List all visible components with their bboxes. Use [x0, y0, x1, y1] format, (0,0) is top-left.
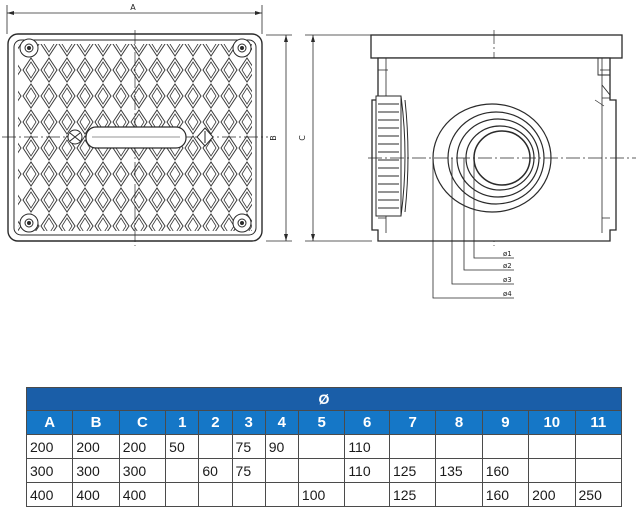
diameter-title: Ø: [26, 387, 622, 411]
table-cell: [264, 482, 299, 507]
table-header-row: A B C 1 2 3 4 5 6 7 8 9 10 11: [25, 410, 623, 435]
corner-bolt: [19, 213, 39, 233]
corner-bolt: [232, 38, 252, 58]
column-header: 1: [165, 410, 200, 435]
table-cell: [198, 434, 233, 459]
table-cell: 250: [574, 482, 623, 507]
table-cell: [297, 458, 346, 483]
table-cell: 400: [118, 482, 167, 507]
diameter-label-2: ø2: [503, 262, 512, 270]
table-cell: [344, 482, 390, 507]
table-row: 200 200 200 50 75 90 110: [25, 434, 623, 459]
table-cell: 100: [297, 482, 346, 507]
table-cell: [574, 434, 623, 459]
table-cell: [481, 434, 530, 459]
table-cell: 75: [231, 458, 266, 483]
table-cell: 110: [344, 434, 390, 459]
dim-b-label: B: [269, 135, 278, 141]
column-header: 9: [481, 410, 530, 435]
table-cell: 90: [264, 434, 299, 459]
table-cell: [165, 458, 200, 483]
table-cell: 110: [344, 458, 390, 483]
lid: [370, 34, 623, 59]
table-cell: [528, 434, 576, 459]
dim-a-label: A: [130, 3, 136, 12]
column-header: 5: [297, 410, 346, 435]
table-cell: 75: [231, 434, 266, 459]
table-cell: 300: [25, 458, 74, 483]
table-cell: 300: [72, 458, 120, 483]
diameter-leaders: [432, 158, 514, 299]
top-view: A B: [2, 3, 292, 246]
right-emblem: [196, 127, 214, 147]
column-header: B: [72, 410, 120, 435]
handle-slot: [85, 126, 187, 149]
table-cell: [574, 458, 623, 483]
technical-drawing: A B C: [2, 3, 636, 299]
table-row: 400 400 400 100 125 160 200 250: [25, 482, 623, 507]
corner-bolt: [232, 213, 252, 233]
column-header: 7: [388, 410, 437, 435]
column-header: 4: [264, 410, 299, 435]
table-cell: 60: [198, 458, 233, 483]
table-cell: 400: [25, 482, 74, 507]
table-cell: [435, 482, 483, 507]
knockout-ribs: [375, 95, 409, 217]
corner-bolt: [19, 38, 39, 58]
table-cell: [528, 458, 576, 483]
column-header: 10: [528, 410, 576, 435]
table-cell: [435, 434, 483, 459]
table-cell: [297, 434, 346, 459]
column-header: A: [25, 410, 74, 435]
diameter-label-1: ø1: [503, 250, 512, 258]
table-cell: 160: [481, 458, 530, 483]
table-cell: 400: [72, 482, 120, 507]
dim-c-label: C: [298, 135, 307, 141]
table-cell: 200: [528, 482, 576, 507]
table-cell: 50: [165, 434, 200, 459]
column-header: C: [118, 410, 167, 435]
table-cell: 135: [435, 458, 483, 483]
dimension-table: Ø A B C 1 2 3 4 5 6 7 8 9 10 11 200 200 …: [25, 387, 623, 507]
left-emblem: [67, 129, 83, 145]
table-cell: 125: [388, 482, 437, 507]
column-header: 3: [231, 410, 266, 435]
table-cell: [231, 482, 266, 507]
table-cell: 200: [72, 434, 120, 459]
table-cell: [165, 482, 200, 507]
column-header: 2: [198, 410, 233, 435]
diameter-label-4: ø4: [503, 290, 512, 298]
table-cell: 200: [118, 434, 167, 459]
table-cell: 160: [481, 482, 530, 507]
table-cell: 125: [388, 458, 437, 483]
diameter-label-3: ø3: [503, 276, 512, 284]
side-view: C: [298, 30, 636, 299]
table-cell: [388, 434, 437, 459]
table-cell: 300: [118, 458, 167, 483]
column-header: 6: [344, 410, 390, 435]
table-cell: 200: [25, 434, 74, 459]
table-row: 300 300 300 60 75 110 125 135 160: [25, 458, 623, 483]
column-header: 8: [435, 410, 483, 435]
table-cell: [198, 482, 233, 507]
table-cell: [264, 458, 299, 483]
column-header: 11: [574, 410, 623, 435]
